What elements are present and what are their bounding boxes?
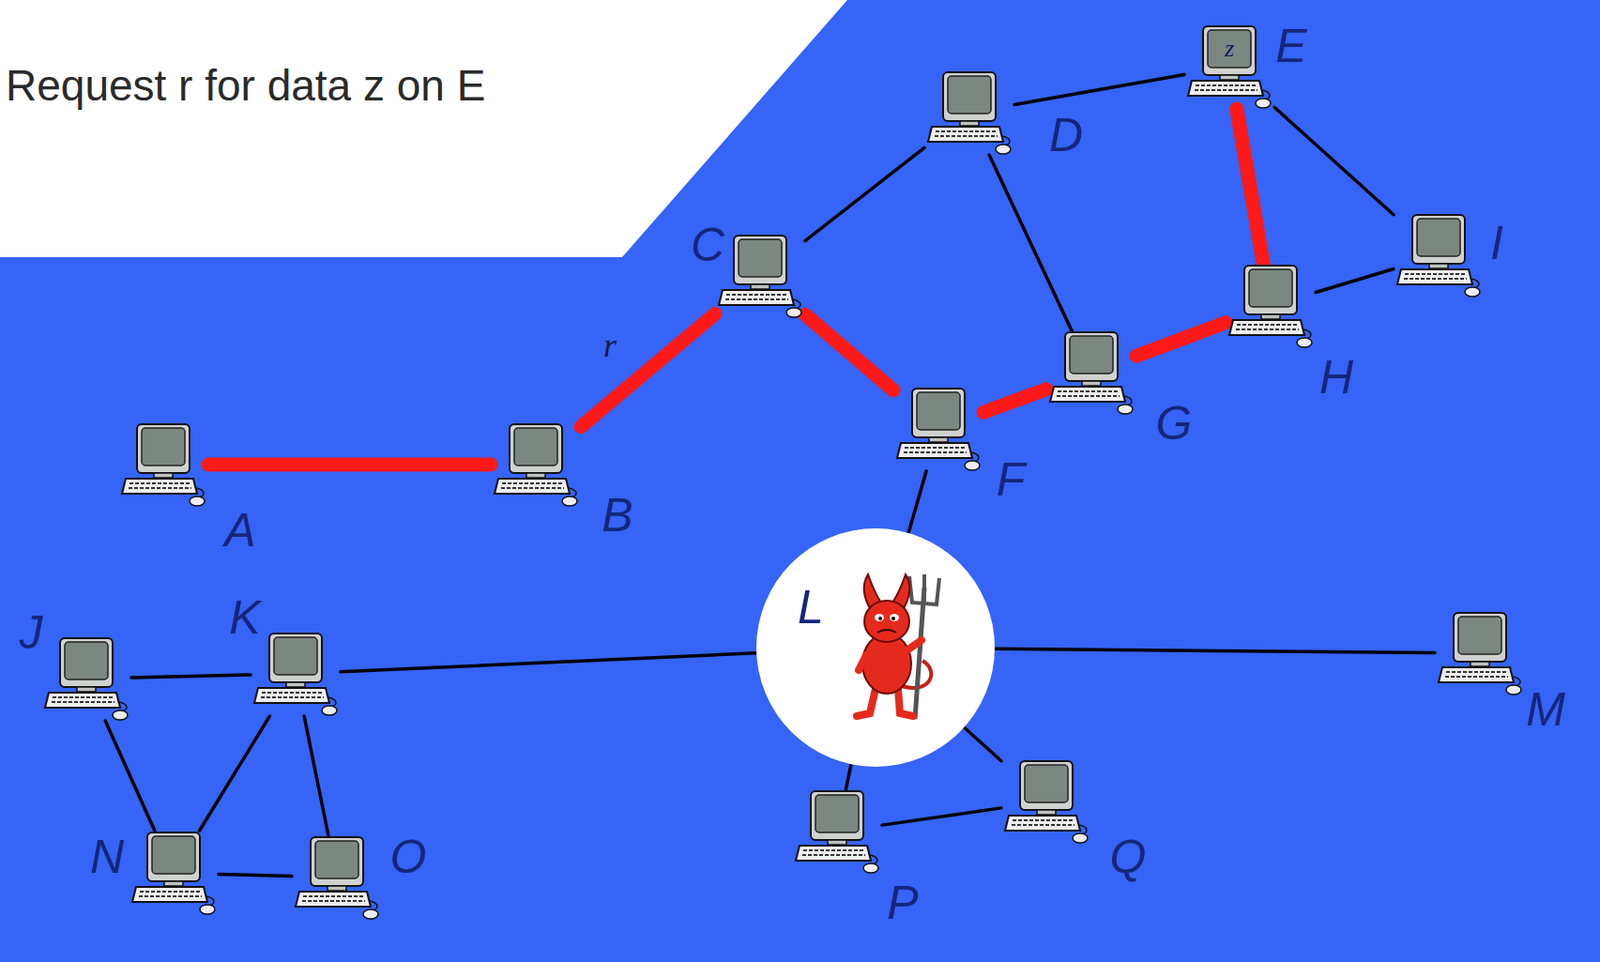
computer-icon	[1225, 263, 1316, 349]
computer-icon	[792, 789, 883, 874]
computer-icon	[250, 631, 341, 717]
computer-icon	[41, 636, 132, 721]
host-label: E	[1275, 22, 1307, 70]
computer-icon	[132, 832, 215, 915]
host-label: B	[601, 491, 633, 539]
host-label: D	[1049, 111, 1083, 159]
screen-data-label: z	[1224, 36, 1235, 61]
host-label: N	[90, 833, 124, 881]
host-label: I	[1490, 219, 1504, 267]
network-link	[340, 653, 756, 672]
computer-icon	[924, 70, 1015, 155]
computer-icon	[893, 386, 984, 472]
attacker-circle: L	[755, 527, 996, 768]
computer-node: I	[1393, 213, 1484, 298]
network-link	[908, 471, 927, 533]
computer-node: M	[1434, 610, 1525, 696]
network-link	[805, 147, 925, 241]
host-label: L	[797, 583, 824, 631]
network-link	[1014, 74, 1185, 105]
computer-icon	[1046, 330, 1137, 415]
edge-label: r	[603, 328, 617, 363]
network-link	[105, 720, 155, 831]
host-label: M	[1525, 685, 1566, 733]
computer-node: J	[41, 636, 132, 721]
network-link	[845, 764, 851, 790]
computer-node: H	[1225, 263, 1316, 349]
computer-icon	[715, 233, 806, 319]
host-label: A	[224, 506, 256, 554]
host-label: Q	[1110, 833, 1147, 881]
computer-icon	[121, 424, 205, 506]
computer-icon	[128, 830, 219, 915]
network-link	[1274, 106, 1394, 214]
computer-node: O	[291, 835, 382, 920]
network-link	[882, 807, 1002, 825]
network-link	[964, 728, 1002, 762]
computer-icon	[45, 638, 128, 720]
computer-node: Ez	[1184, 24, 1275, 109]
devil-illustration	[755, 527, 996, 768]
host-label: H	[1319, 353, 1354, 401]
network-link	[131, 674, 251, 678]
computer-node: P	[792, 789, 883, 874]
computer-icon	[1438, 612, 1522, 695]
computer-icon	[1188, 26, 1271, 108]
host-label: K	[228, 594, 260, 641]
computer-icon	[291, 835, 382, 920]
network-link	[199, 716, 271, 831]
request-path	[983, 389, 1047, 413]
computer-icon	[1001, 759, 1092, 844]
network-link	[1315, 268, 1394, 292]
request-path	[1236, 108, 1264, 264]
network-link	[218, 873, 292, 876]
computer-node: G	[1046, 330, 1137, 415]
computer-icon	[795, 791, 879, 873]
computer-icon	[1050, 332, 1133, 414]
computer-icon	[1005, 761, 1088, 843]
network-link	[995, 648, 1435, 653]
computer-icon	[718, 235, 802, 318]
network-link	[304, 716, 329, 836]
computer-icon	[254, 633, 337, 716]
host-label: J	[19, 609, 44, 656]
computer-icon	[295, 837, 379, 919]
request-path	[1136, 322, 1226, 356]
computer-icon	[897, 388, 980, 471]
request-path	[805, 314, 894, 391]
computer-icon	[1393, 213, 1484, 298]
computer-node: A	[118, 422, 209, 507]
computer-icon	[928, 72, 1011, 154]
computer-node: Q	[1001, 759, 1092, 844]
computer-icon	[1229, 265, 1312, 348]
computer-icon	[490, 422, 581, 507]
computer-node: D	[924, 70, 1015, 155]
request-path	[208, 457, 491, 473]
computer-icon	[494, 424, 578, 506]
host-label: G	[1156, 399, 1193, 447]
computer-icon	[118, 422, 209, 507]
computer-icon	[1397, 214, 1480, 297]
devil-illustration	[756, 528, 995, 767]
computer-icon	[1434, 610, 1525, 696]
slide-title: Request r for data z on E	[5, 61, 486, 110]
computer-node: C	[715, 233, 806, 319]
host-label: F	[996, 456, 1026, 503]
host-label: O	[390, 833, 427, 881]
computer-node: F	[893, 386, 984, 472]
host-label: P	[886, 879, 918, 927]
request-path	[580, 313, 716, 427]
host-label: C	[690, 221, 725, 269]
network-link	[989, 154, 1072, 331]
computer-node: B	[490, 422, 581, 507]
computer-node: K	[250, 631, 341, 717]
computer-node: N	[128, 830, 219, 915]
